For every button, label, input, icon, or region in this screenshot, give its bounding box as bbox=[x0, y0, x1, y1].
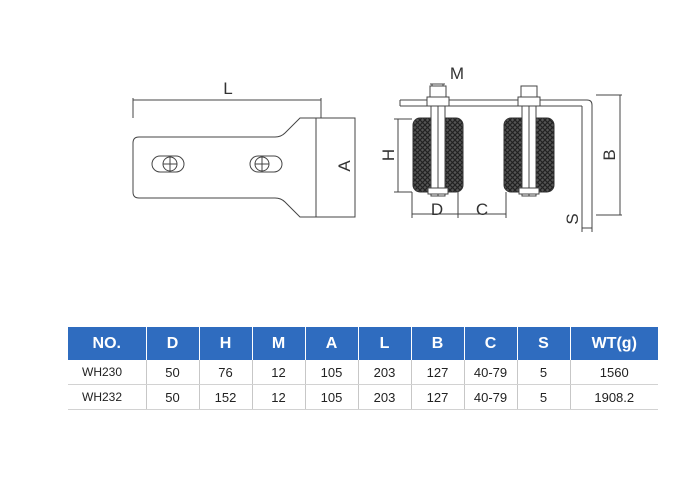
cell-h: 152 bbox=[199, 384, 253, 410]
cell-wt: 1908.2 bbox=[570, 384, 658, 410]
cell-d: 50 bbox=[146, 360, 200, 385]
cell-b: 127 bbox=[411, 384, 465, 410]
cell-l: 203 bbox=[358, 384, 412, 410]
label-S: S bbox=[563, 213, 582, 224]
spec-table: NO. D H M A L B C S WT(g) WH230 50 76 12… bbox=[68, 327, 658, 410]
cell-d: 50 bbox=[146, 384, 200, 410]
label-B: B bbox=[600, 149, 619, 160]
header-s: S bbox=[517, 327, 571, 360]
header-wt: WT(g) bbox=[570, 327, 658, 360]
table-row: WH232 50 152 12 105 203 127 40-79 5 1908… bbox=[68, 384, 658, 410]
mounting-slot-left bbox=[151, 155, 185, 173]
roller-left bbox=[412, 85, 464, 197]
cell-a: 105 bbox=[305, 360, 359, 385]
cell-m: 12 bbox=[252, 384, 306, 410]
label-A: A bbox=[335, 160, 354, 172]
plate-outline bbox=[132, 117, 356, 218]
cell-c: 40-79 bbox=[464, 384, 518, 410]
label-C: C bbox=[476, 200, 488, 219]
cell-c: 40-79 bbox=[464, 360, 518, 385]
table-header-row: NO. D H M A L B C S WT(g) bbox=[68, 327, 658, 360]
label-L: L bbox=[223, 79, 232, 98]
table-row: WH230 50 76 12 105 203 127 40-79 5 1560 bbox=[68, 360, 658, 385]
header-h: H bbox=[199, 327, 253, 360]
cell-wt: 1560 bbox=[570, 360, 658, 385]
header-c: C bbox=[464, 327, 518, 360]
cell-m: 12 bbox=[252, 360, 306, 385]
cell-s: 5 bbox=[517, 384, 571, 410]
plate-front-view bbox=[132, 98, 356, 218]
cell-a: 105 bbox=[305, 384, 359, 410]
cell-h: 76 bbox=[199, 360, 253, 385]
roller-right bbox=[503, 85, 555, 197]
header-no: NO. bbox=[68, 327, 147, 360]
cell-no: WH232 bbox=[68, 384, 147, 410]
cell-l: 203 bbox=[358, 360, 412, 385]
header-a: A bbox=[305, 327, 359, 360]
label-M: M bbox=[450, 64, 464, 83]
label-D: D bbox=[431, 200, 443, 219]
header-m: M bbox=[252, 327, 306, 360]
mounting-slot-right bbox=[249, 155, 283, 173]
header-l: L bbox=[358, 327, 412, 360]
cell-no: WH230 bbox=[68, 360, 147, 385]
label-H: H bbox=[379, 149, 398, 161]
technical-drawing: L A bbox=[132, 64, 622, 232]
cell-b: 127 bbox=[411, 360, 465, 385]
header-b: B bbox=[411, 327, 465, 360]
header-d: D bbox=[146, 327, 200, 360]
cell-s: 5 bbox=[517, 360, 571, 385]
